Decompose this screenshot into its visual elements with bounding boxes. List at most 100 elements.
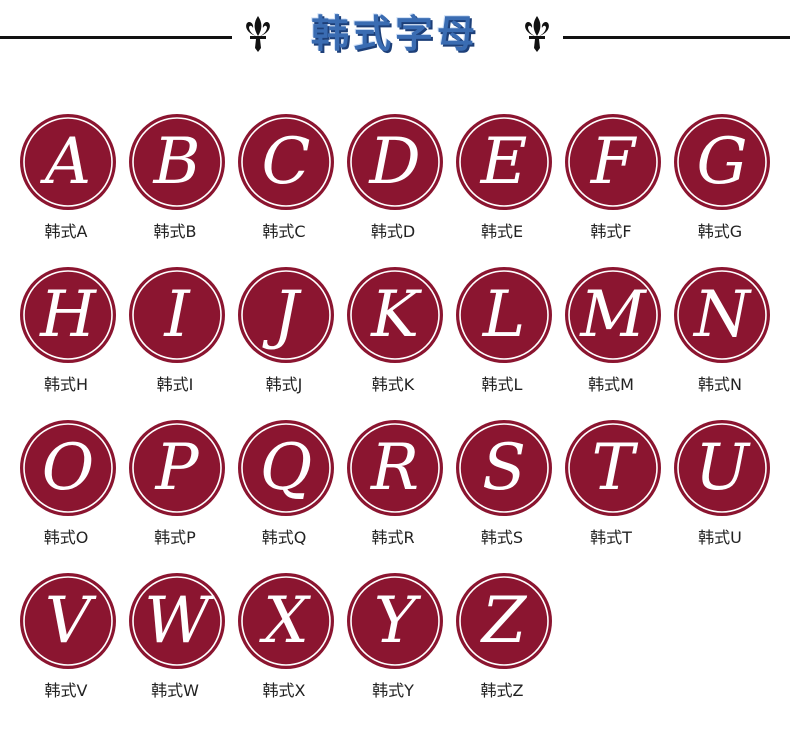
seal-ring — [459, 270, 549, 360]
seal-ring — [677, 270, 767, 360]
seal-disc — [456, 267, 552, 363]
right-rule — [563, 36, 790, 39]
seal-label: 韩式A — [44, 222, 88, 241]
wax-seal-image: J — [236, 265, 336, 365]
wax-seal-image: V — [18, 571, 118, 671]
seal-ring — [568, 423, 658, 513]
seal-label: 韩式D — [370, 222, 416, 241]
seal-letter: E — [480, 125, 528, 199]
seal-label: 韩式F — [590, 222, 632, 241]
seal-disc — [674, 114, 770, 210]
seal-ring — [350, 270, 440, 360]
seal-disc — [565, 267, 661, 363]
wax-seal-image: O — [18, 418, 118, 518]
seal-disc — [456, 420, 552, 516]
wax-seal-image: M — [563, 265, 663, 365]
seal-letter: M — [579, 278, 647, 352]
page-header: 韩式字母 — [0, 0, 790, 78]
seal-label: 韩式L — [481, 375, 523, 394]
seal-disc — [238, 573, 334, 669]
seal-ring — [241, 270, 331, 360]
letter-seal-item: L 韩式L — [446, 265, 554, 405]
seal-disc — [674, 420, 770, 516]
seal-letter: D — [368, 125, 420, 199]
seal-disc — [347, 267, 443, 363]
letter-seal-item: O 韩式O — [10, 418, 118, 558]
wax-seal-image: Y — [345, 571, 445, 671]
seal-disc — [20, 573, 116, 669]
seal-ring — [23, 423, 113, 513]
fleur-de-lis-icon — [246, 16, 270, 52]
wax-seal-image: Q — [236, 418, 336, 518]
seal-disc — [347, 114, 443, 210]
seal-label: 韩式K — [371, 375, 415, 394]
seal-label: 韩式Q — [261, 528, 307, 547]
wax-seal-image: G — [672, 112, 772, 212]
wax-seal-image: W — [127, 571, 227, 671]
seal-label: 韩式B — [153, 222, 197, 241]
seal-letter: W — [144, 584, 215, 658]
seal-letter: H — [39, 278, 97, 352]
wax-seal-image: T — [563, 418, 663, 518]
wax-seal-image: U — [672, 418, 772, 518]
seal-label: 韩式Y — [372, 681, 414, 700]
left-rule — [0, 36, 232, 39]
wax-seal-image: B — [127, 112, 227, 212]
seal-label: 韩式Z — [480, 681, 524, 700]
seal-letter: C — [262, 125, 311, 199]
seal-ring — [23, 576, 113, 666]
seal-disc — [347, 420, 443, 516]
seal-letter: S — [482, 431, 526, 505]
wax-seal-image: H — [18, 265, 118, 365]
seal-ring — [241, 423, 331, 513]
seal-ring — [241, 117, 331, 207]
seal-label: 韩式O — [43, 528, 89, 547]
wax-seal-image: P — [127, 418, 227, 518]
seal-label: 韩式P — [154, 528, 196, 547]
seal-ring — [459, 423, 549, 513]
seal-letter: O — [42, 431, 94, 505]
seal-ring — [677, 117, 767, 207]
seal-ring — [132, 117, 222, 207]
seal-ring — [350, 423, 440, 513]
seal-disc — [565, 114, 661, 210]
seal-ring — [241, 576, 331, 666]
seal-letter: I — [163, 278, 191, 352]
seal-ring — [350, 117, 440, 207]
seal-disc — [20, 267, 116, 363]
seal-ring — [677, 423, 767, 513]
wax-seal-image: A — [18, 112, 118, 212]
seal-label: 韩式U — [698, 528, 742, 547]
seal-disc — [456, 573, 552, 669]
wax-seal-image: C — [236, 112, 336, 212]
wax-seal-image: L — [454, 265, 554, 365]
seal-ring — [568, 270, 658, 360]
seal-letter: X — [258, 584, 311, 658]
seal-letter: Y — [374, 584, 422, 658]
page-title: 韩式字母 — [310, 11, 479, 56]
seal-ring — [132, 270, 222, 360]
letter-seal-item: A 韩式A — [10, 112, 118, 252]
seal-letter: U — [695, 431, 751, 505]
seal-ring — [132, 576, 222, 666]
seal-ring — [23, 117, 113, 207]
seal-label: 韩式N — [698, 375, 742, 394]
seal-label: 韩式R — [371, 528, 415, 547]
seal-disc — [20, 114, 116, 210]
seal-disc — [565, 420, 661, 516]
seal-disc — [20, 420, 116, 516]
letter-seal-item: Y 韩式Y — [337, 571, 445, 711]
seal-disc — [347, 573, 443, 669]
